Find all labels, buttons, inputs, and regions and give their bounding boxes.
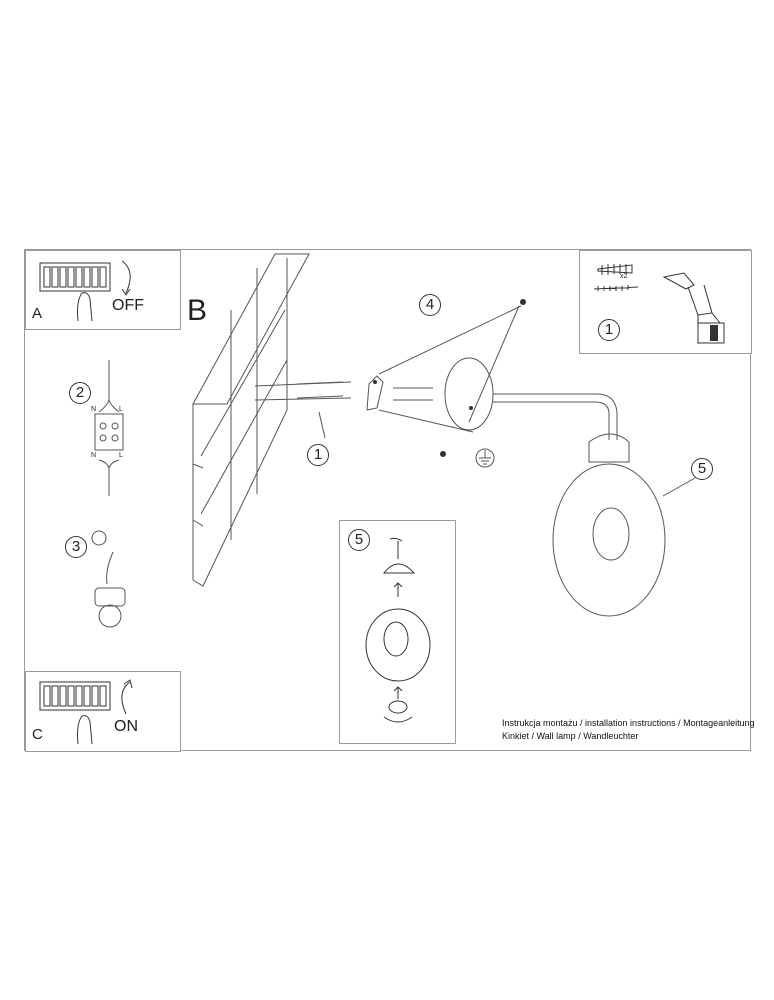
step-a-panel: A OFF (25, 250, 181, 330)
shade-callout: 5 (691, 458, 713, 480)
caption-product: Kinkiet / Wall lamp / Wandleuchter (502, 731, 639, 741)
terminal-l-top: L (119, 406, 123, 413)
dowel-multiplier: x2 (620, 273, 628, 280)
off-label: OFF (112, 297, 144, 314)
shade-detail-callout: 5 (348, 529, 370, 551)
tools-illustration (580, 251, 753, 355)
bracket-callout: 4 (419, 294, 441, 316)
terminal-l-bottom: L (119, 452, 123, 459)
breaker-off-illustration (26, 251, 182, 331)
shade-assembly-illustration (340, 521, 457, 745)
terminal-n-bottom: N (91, 452, 97, 459)
breaker-on-illustration (26, 672, 182, 752)
instruction-sheet: A OFF C ON (24, 249, 752, 752)
on-label: ON (114, 718, 138, 735)
terminal-n-top: N (91, 406, 97, 413)
caption-instructions: Instrukcja montażu / installation instru… (502, 718, 755, 728)
tools-callout: 1 (598, 319, 620, 341)
wall-mount-illustration (25, 250, 752, 752)
shade-assembly-panel: 5 (339, 520, 456, 744)
step-b-letter: B (187, 294, 208, 327)
step-c-panel: C ON (25, 671, 181, 752)
wiring-callout: 2 (69, 382, 91, 404)
tools-panel: x2 1 (579, 250, 752, 354)
step-a-letter: A (32, 305, 43, 322)
step-c-letter: C (32, 726, 43, 743)
ground-callout: 3 (65, 536, 87, 558)
dowel-callout: 1 (307, 444, 329, 466)
